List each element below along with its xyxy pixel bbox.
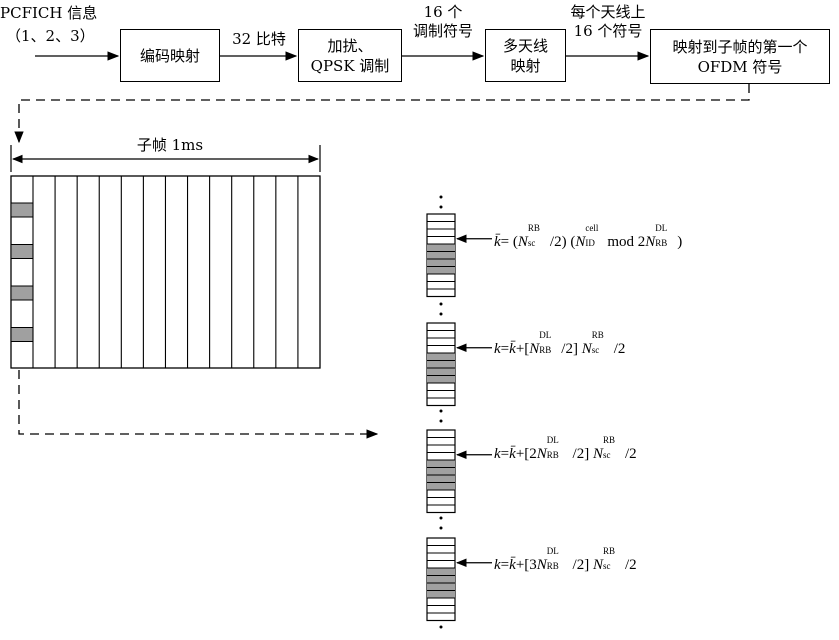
continuation-dot <box>439 625 443 629</box>
input-label: PCFICH 信息 <box>0 4 98 22</box>
pcfich-shaded-cell <box>10 244 34 259</box>
box-antenna-line2: 映射 <box>510 56 541 75</box>
pcfich-shaded-cell <box>10 327 34 342</box>
dashed-route-to-subframe <box>14 84 750 144</box>
subframe-label: 子帧 1ms <box>136 136 204 154</box>
pcfich-shaded-cell <box>10 202 34 218</box>
box-map-line1: 映射到子帧的第一个 <box>672 37 808 56</box>
continuation-dot <box>439 312 443 316</box>
box-scramble-modulate: 加扰、 QPSK 调制 <box>298 29 402 82</box>
input-values: （1、2、3） <box>6 27 95 45</box>
label-symbols-type: 调制符号 <box>412 22 473 40</box>
box-map-ofdm: 映射到子帧的第一个 OFDM 符号 <box>650 29 830 84</box>
continuation-dot <box>439 302 443 306</box>
label-symbols-count: 16 个 <box>423 3 463 21</box>
label-per-antenna: 每个天线上 <box>570 3 646 21</box>
box-scramble-line2: QPSK 调制 <box>310 56 390 75</box>
resource-block-columns <box>426 195 492 629</box>
box-scramble-line1: 加扰、 <box>327 36 373 55</box>
box-multi-antenna: 多天线 映射 <box>485 29 566 82</box>
continuation-dot <box>439 205 443 209</box>
label-bits: 32 比特 <box>232 30 286 48</box>
continuation-dot <box>439 409 443 413</box>
label-per-antenna-count: 16 个符号 <box>573 22 643 40</box>
continuation-dot <box>439 419 443 423</box>
box-encode: 编码映射 <box>120 29 220 82</box>
subframe-grid <box>10 175 321 369</box>
dashed-route-to-resource-blocks <box>18 370 379 439</box>
continuation-dot <box>439 526 443 530</box>
continuation-dot <box>439 195 443 199</box>
box-encode-text: 编码映射 <box>139 46 200 65</box>
continuation-dot <box>439 516 443 520</box>
pcfich-shaded-cell <box>10 285 34 301</box>
box-antenna-line1: 多天线 <box>502 36 548 55</box>
box-map-line2: OFDM 符号 <box>697 57 783 76</box>
